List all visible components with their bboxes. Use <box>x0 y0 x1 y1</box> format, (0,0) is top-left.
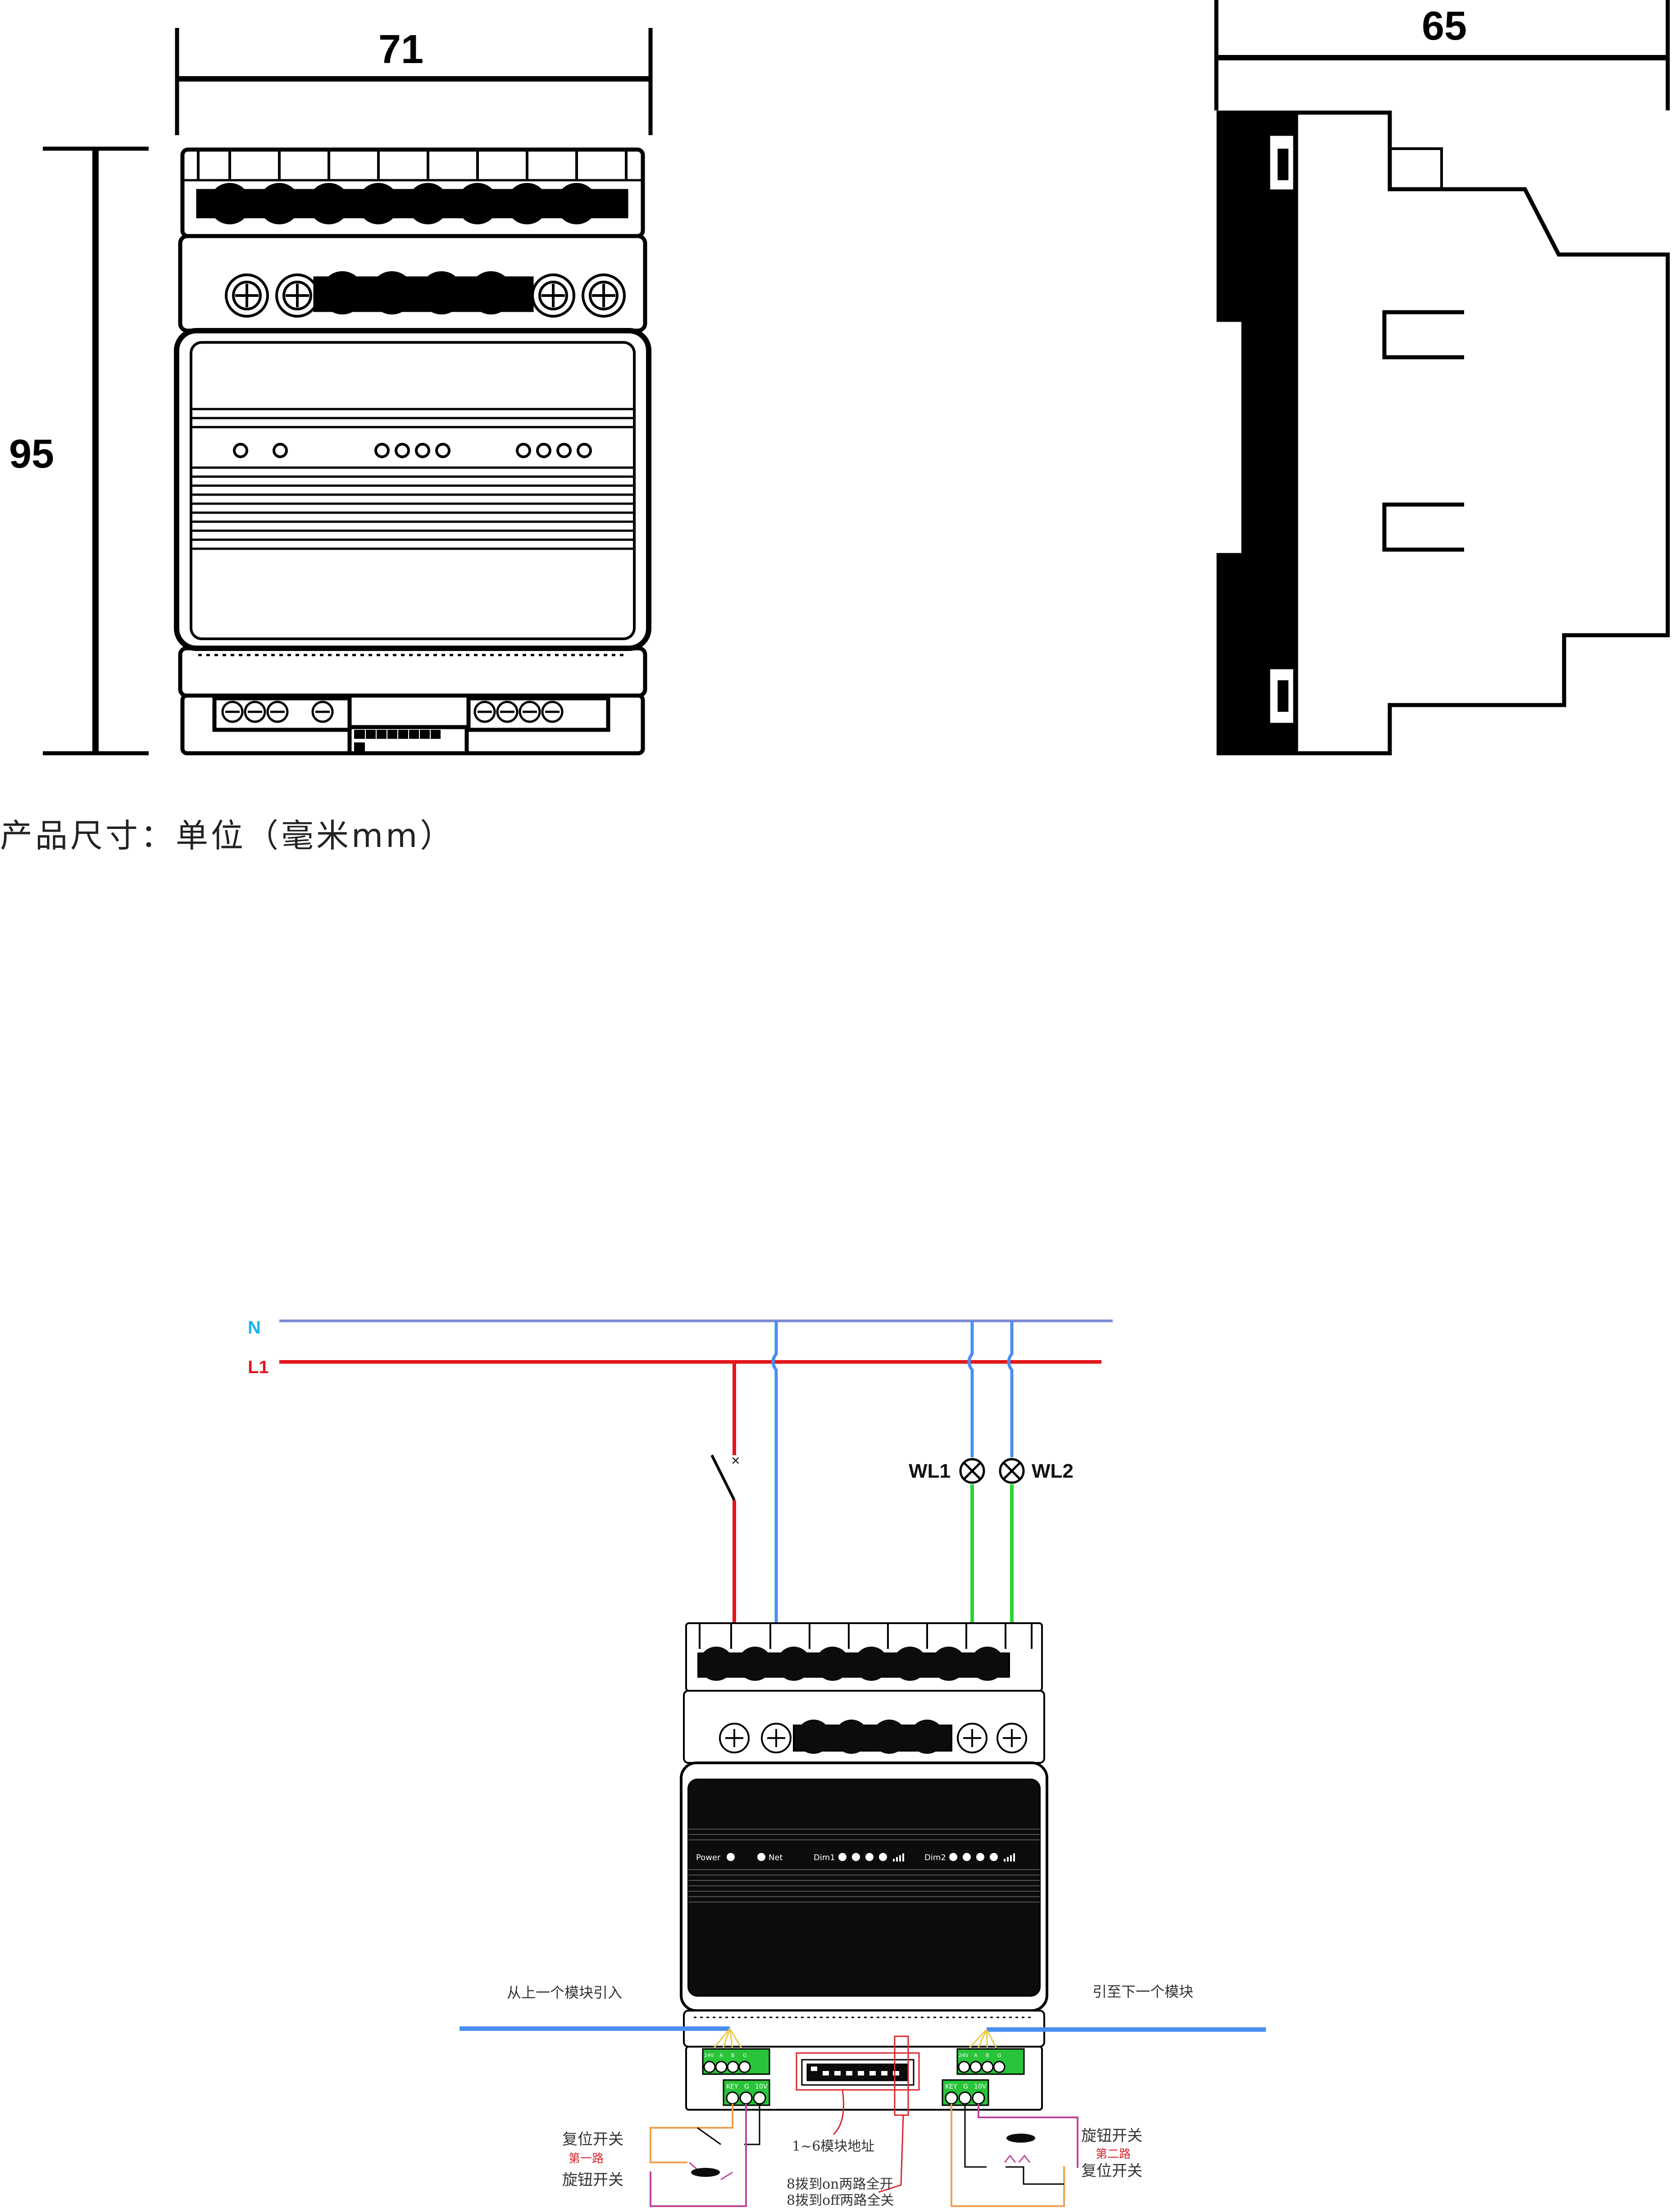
height-dimension-label: 95 <box>9 432 54 477</box>
left-bus-g: G <box>743 2053 747 2058</box>
dip8-off-note: 8拨到off两路全关 <box>787 2193 894 2208</box>
lamp-wl1-icon <box>959 1458 985 1484</box>
left-10v-label: 10V <box>755 2083 768 2090</box>
lamp-wl2-label: WL2 <box>1032 1460 1074 1482</box>
left-key-label: KEY <box>726 2083 738 2090</box>
dim2-led-label: Dim2 <box>924 1853 946 1862</box>
left-g-label: G <box>744 2083 749 2090</box>
right-bus-b: B <box>986 2053 989 2058</box>
neutral-drop-wire <box>771 1321 778 1712</box>
power-led-label: Power <box>696 1853 721 1862</box>
right-10v-label: 10V <box>974 2083 987 2090</box>
front-view-drawing <box>43 28 653 756</box>
left-bus-24v: 24V <box>704 2053 714 2058</box>
neutral-label: N <box>248 1318 261 1338</box>
right-channel-label: 第二路 <box>1096 2148 1131 2161</box>
left-bus-b: B <box>731 2053 735 2058</box>
wiring-diagram: N L1 × WL1 WL2 <box>248 1318 1266 2208</box>
dip-switch <box>801 2059 915 2086</box>
depth-dimension-label: 65 <box>1422 4 1467 49</box>
from-prev-module-label: 从上一个模块引入 <box>507 1984 622 2001</box>
left-bus-labels: 24V A B G <box>704 2053 747 2058</box>
address-note: 1~6模块地址 <box>792 2139 874 2154</box>
right-bus-a: A <box>974 2053 978 2058</box>
right-knob-switch-label: 旋钮开关 <box>1081 2127 1142 2145</box>
left-bus-terminal <box>702 2048 770 2106</box>
size-caption: 产品尺寸：单位（毫米mm） <box>0 817 455 855</box>
right-g-label: G <box>963 2083 968 2090</box>
left-knob-icon <box>691 2168 720 2177</box>
right-bus-labels: 24V A B G <box>959 2053 1001 2058</box>
to-next-module-label: 引至下一个模块 <box>1092 1983 1193 2000</box>
switch-mark: × <box>731 1454 741 1467</box>
left-bus-a: A <box>719 2053 723 2058</box>
lamp-wl2-icon <box>999 1458 1025 1484</box>
top-terminal-bodies <box>197 150 628 180</box>
right-bus-g: G <box>997 2053 1001 2058</box>
device-leds <box>727 1853 998 1861</box>
panel-leds <box>233 443 592 458</box>
right-reset-switch-label: 复位开关 <box>1081 2162 1142 2180</box>
width-dimension-label: 71 <box>378 27 423 72</box>
lamp-wl1-label: WL1 <box>909 1460 951 1482</box>
live-label: L1 <box>248 1357 269 1377</box>
screw-terminals <box>225 273 626 318</box>
dim1-led-label: Dim1 <box>814 1853 835 1862</box>
signal-bars-icon <box>893 1853 1015 1862</box>
device-screw-terminals <box>719 1723 1027 1753</box>
left-reset-switch-label: 复位开关 <box>562 2130 623 2148</box>
left-knob-switch-label: 旋钮开关 <box>562 2171 623 2189</box>
right-bus-24v: 24V <box>959 2053 969 2058</box>
switch-lever <box>710 1454 736 1501</box>
right-key-label: KEY <box>945 2083 957 2090</box>
net-led-label: Net <box>769 1853 783 1862</box>
module-device <box>680 1622 1048 2111</box>
side-view-drawing <box>1214 0 1670 756</box>
left-channel-label: 第一路 <box>569 2152 604 2166</box>
side-housing-outline <box>1296 110 1670 756</box>
dip8-on-note: 8拨到on两路全开 <box>787 2176 893 2192</box>
din-rail-clip <box>1216 110 1298 756</box>
right-knob-icon <box>1006 2134 1035 2143</box>
